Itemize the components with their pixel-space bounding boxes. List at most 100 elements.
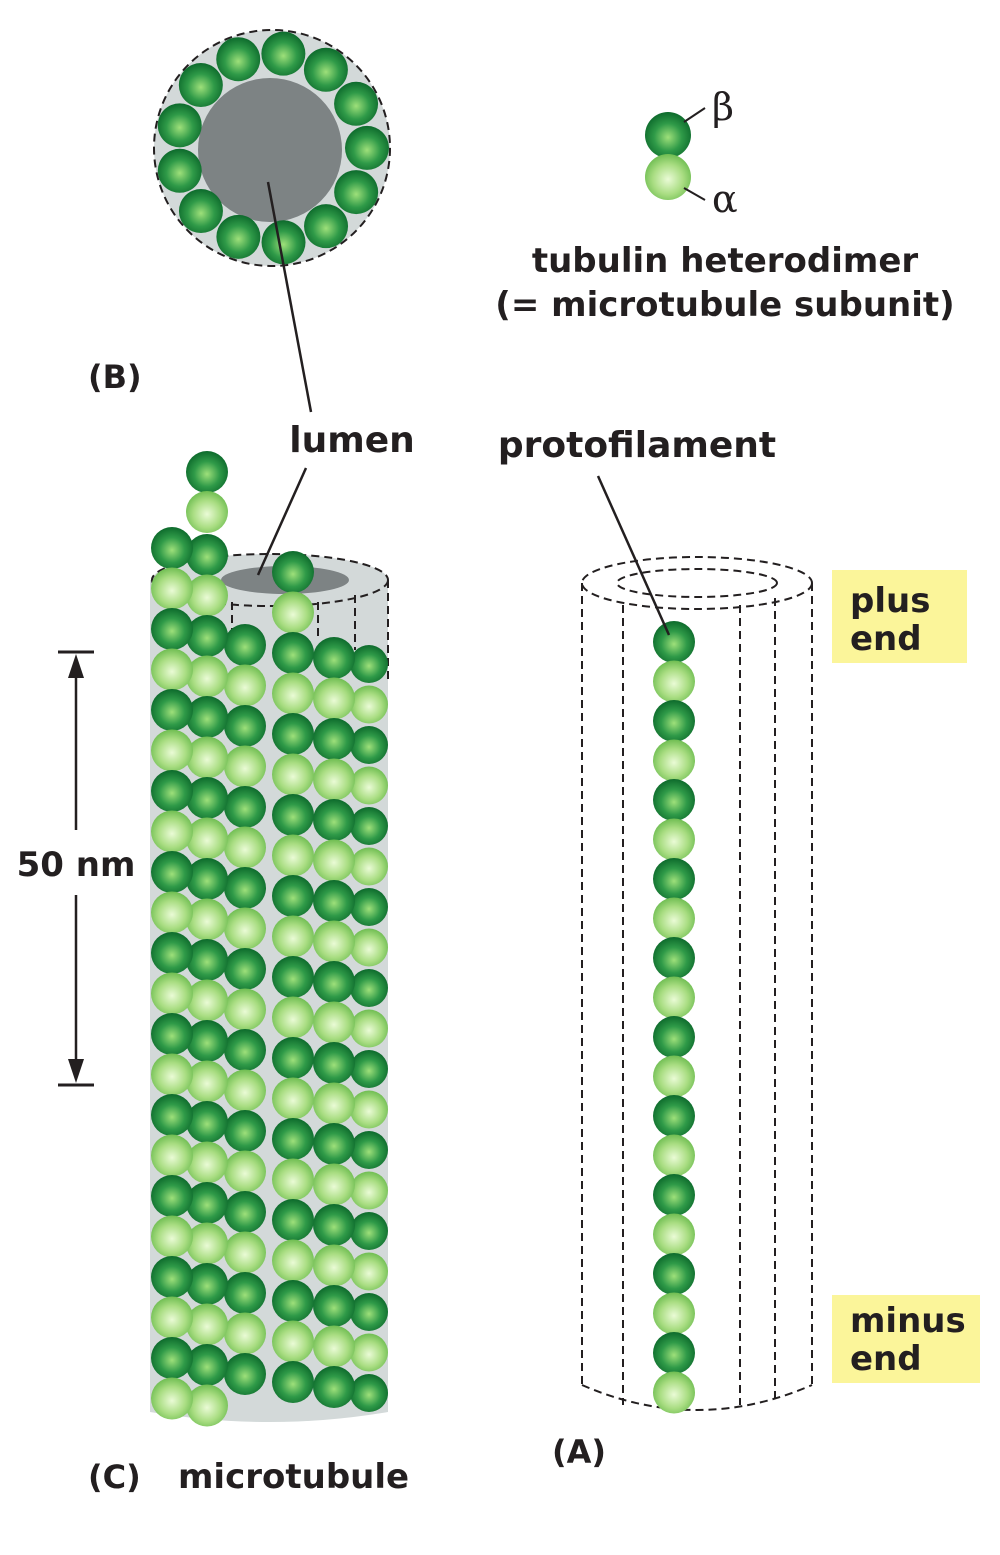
lattice-beta-subunit [313, 1366, 355, 1408]
lattice-alpha-subunit [186, 1222, 228, 1265]
ring-subunit [216, 37, 261, 82]
protofilament-alpha-subunit [653, 1213, 695, 1256]
ring-subunit [261, 31, 306, 76]
lattice-alpha-subunit [350, 847, 388, 886]
cylinder-top-inner [616, 568, 778, 598]
lattice-beta-subunit [272, 632, 314, 674]
lattice-beta-subunit [224, 786, 266, 828]
lattice-alpha-subunit [186, 1141, 228, 1184]
scale-bar-label: 50 nm [17, 845, 136, 885]
ring-subunit [261, 220, 306, 265]
beta-tubulin-subunit [645, 112, 691, 158]
protofilament-alpha-subunit [653, 1055, 695, 1098]
lattice-alpha-subunit [272, 1077, 314, 1120]
lattice-alpha-subunit [272, 915, 314, 958]
lattice-beta-subunit [224, 705, 266, 747]
lattice-beta-subunit [151, 1013, 193, 1055]
heterodimer-subtitle: (= microtubule subunit) [495, 285, 954, 325]
lattice-alpha-subunit [186, 736, 228, 779]
lattice-beta-subunit [313, 1123, 355, 1165]
alpha-leader-line [683, 187, 706, 201]
protofilament-beta-subunit [653, 700, 695, 742]
ring-subunit [304, 204, 349, 249]
lattice-beta-subunit [224, 624, 266, 666]
panel-a-label: (A) [552, 1433, 606, 1471]
lattice-alpha-subunit [186, 1384, 228, 1427]
minus-end-box [832, 1295, 980, 1383]
lattice-beta-subunit [350, 726, 388, 764]
protofilament-beta-subunit [653, 779, 695, 821]
lattice-alpha-subunit [313, 839, 355, 882]
lattice-beta-subunit [151, 608, 193, 650]
scale-bar-up-arrow [68, 654, 84, 678]
lattice-alpha-subunit [350, 1333, 388, 1372]
panel-c-label: (C) [88, 1458, 141, 1496]
lattice-beta-subunit [224, 1272, 266, 1314]
lattice-beta-subunit [186, 1020, 228, 1062]
protofilament-alpha-subunit [653, 1292, 695, 1335]
lattice-beta-subunit [186, 1344, 228, 1386]
lattice-alpha-subunit [272, 996, 314, 1039]
lattice-alpha-subunit [350, 1009, 388, 1048]
lattice-beta-subunit [186, 858, 228, 900]
protofilament-label: protofilament [498, 425, 776, 466]
lattice-beta-subunit [350, 1131, 388, 1169]
lattice-beta-subunit [151, 1256, 193, 1298]
lattice-alpha-subunit [272, 1320, 314, 1363]
lattice-alpha-subunit [350, 685, 388, 724]
lattice-beta-subunit [313, 1285, 355, 1327]
lattice-alpha-subunit [313, 677, 355, 720]
lattice-alpha-subunit [272, 591, 314, 634]
lattice-beta-subunit [186, 696, 228, 738]
cross-section-subunit-ring [157, 31, 389, 265]
lattice-alpha-subunit [350, 1171, 388, 1210]
plus-end-label-line2: end [850, 619, 922, 659]
ring-subunit [334, 170, 379, 215]
plus-end-box [832, 570, 967, 663]
lattice-alpha-subunit [313, 758, 355, 801]
lattice-alpha-subunit [350, 1090, 388, 1129]
lattice-beta-subunit [186, 939, 228, 981]
protofilament-beta-subunit [653, 1016, 695, 1058]
lattice-beta-subunit [313, 1042, 355, 1084]
lattice-beta-subunit [272, 794, 314, 836]
lattice-alpha-subunit [151, 891, 193, 934]
minus-end-callout: minus end [832, 1295, 980, 1383]
lumen-leader-line-top [266, 181, 313, 413]
lattice-beta-subunit [313, 880, 355, 922]
free-alpha-subunit [186, 491, 228, 533]
lattice-beta-subunit [350, 969, 388, 1007]
lattice-beta-subunit [151, 1175, 193, 1217]
lattice-alpha-subunit [186, 898, 228, 941]
protofilament-alpha-subunit [653, 818, 695, 861]
ring-subunit [216, 214, 261, 259]
lattice-beta-subunit [224, 948, 266, 990]
lattice-beta-subunit [350, 1293, 388, 1331]
ring-subunit [157, 103, 202, 148]
lattice-alpha-subunit [313, 1082, 355, 1125]
lattice-alpha-subunit [224, 1150, 266, 1193]
lattice-alpha-subunit [224, 907, 266, 950]
lattice-alpha-subunit [224, 1069, 266, 1112]
lattice-beta-subunit [313, 718, 355, 760]
lattice-beta-subunit [272, 1199, 314, 1241]
lattice-beta-subunit [350, 1212, 388, 1250]
lattice-beta-subunit [272, 956, 314, 998]
lumen-label: lumen [289, 420, 415, 461]
lattice-alpha-subunit [151, 648, 193, 691]
lattice-alpha-subunit [151, 1296, 193, 1339]
lattice-alpha-subunit [313, 1244, 355, 1287]
lattice-beta-subunit [272, 1361, 314, 1403]
lattice-alpha-subunit [313, 1325, 355, 1368]
lattice-beta-subunit [224, 1029, 266, 1071]
protofilament-alpha-subunit [653, 739, 695, 782]
protofilament-beta-subunit [653, 937, 695, 979]
lattice-alpha-subunit [151, 729, 193, 772]
protofilament-beta-subunit [653, 1174, 695, 1216]
lattice-beta-subunit [151, 527, 193, 569]
lattice-alpha-subunit [272, 753, 314, 796]
lattice-beta-subunit [350, 1374, 388, 1412]
lattice-alpha-subunit [272, 1239, 314, 1282]
protofilament-beta-subunit [653, 1332, 695, 1374]
panel-b-label: (B) [88, 358, 142, 396]
